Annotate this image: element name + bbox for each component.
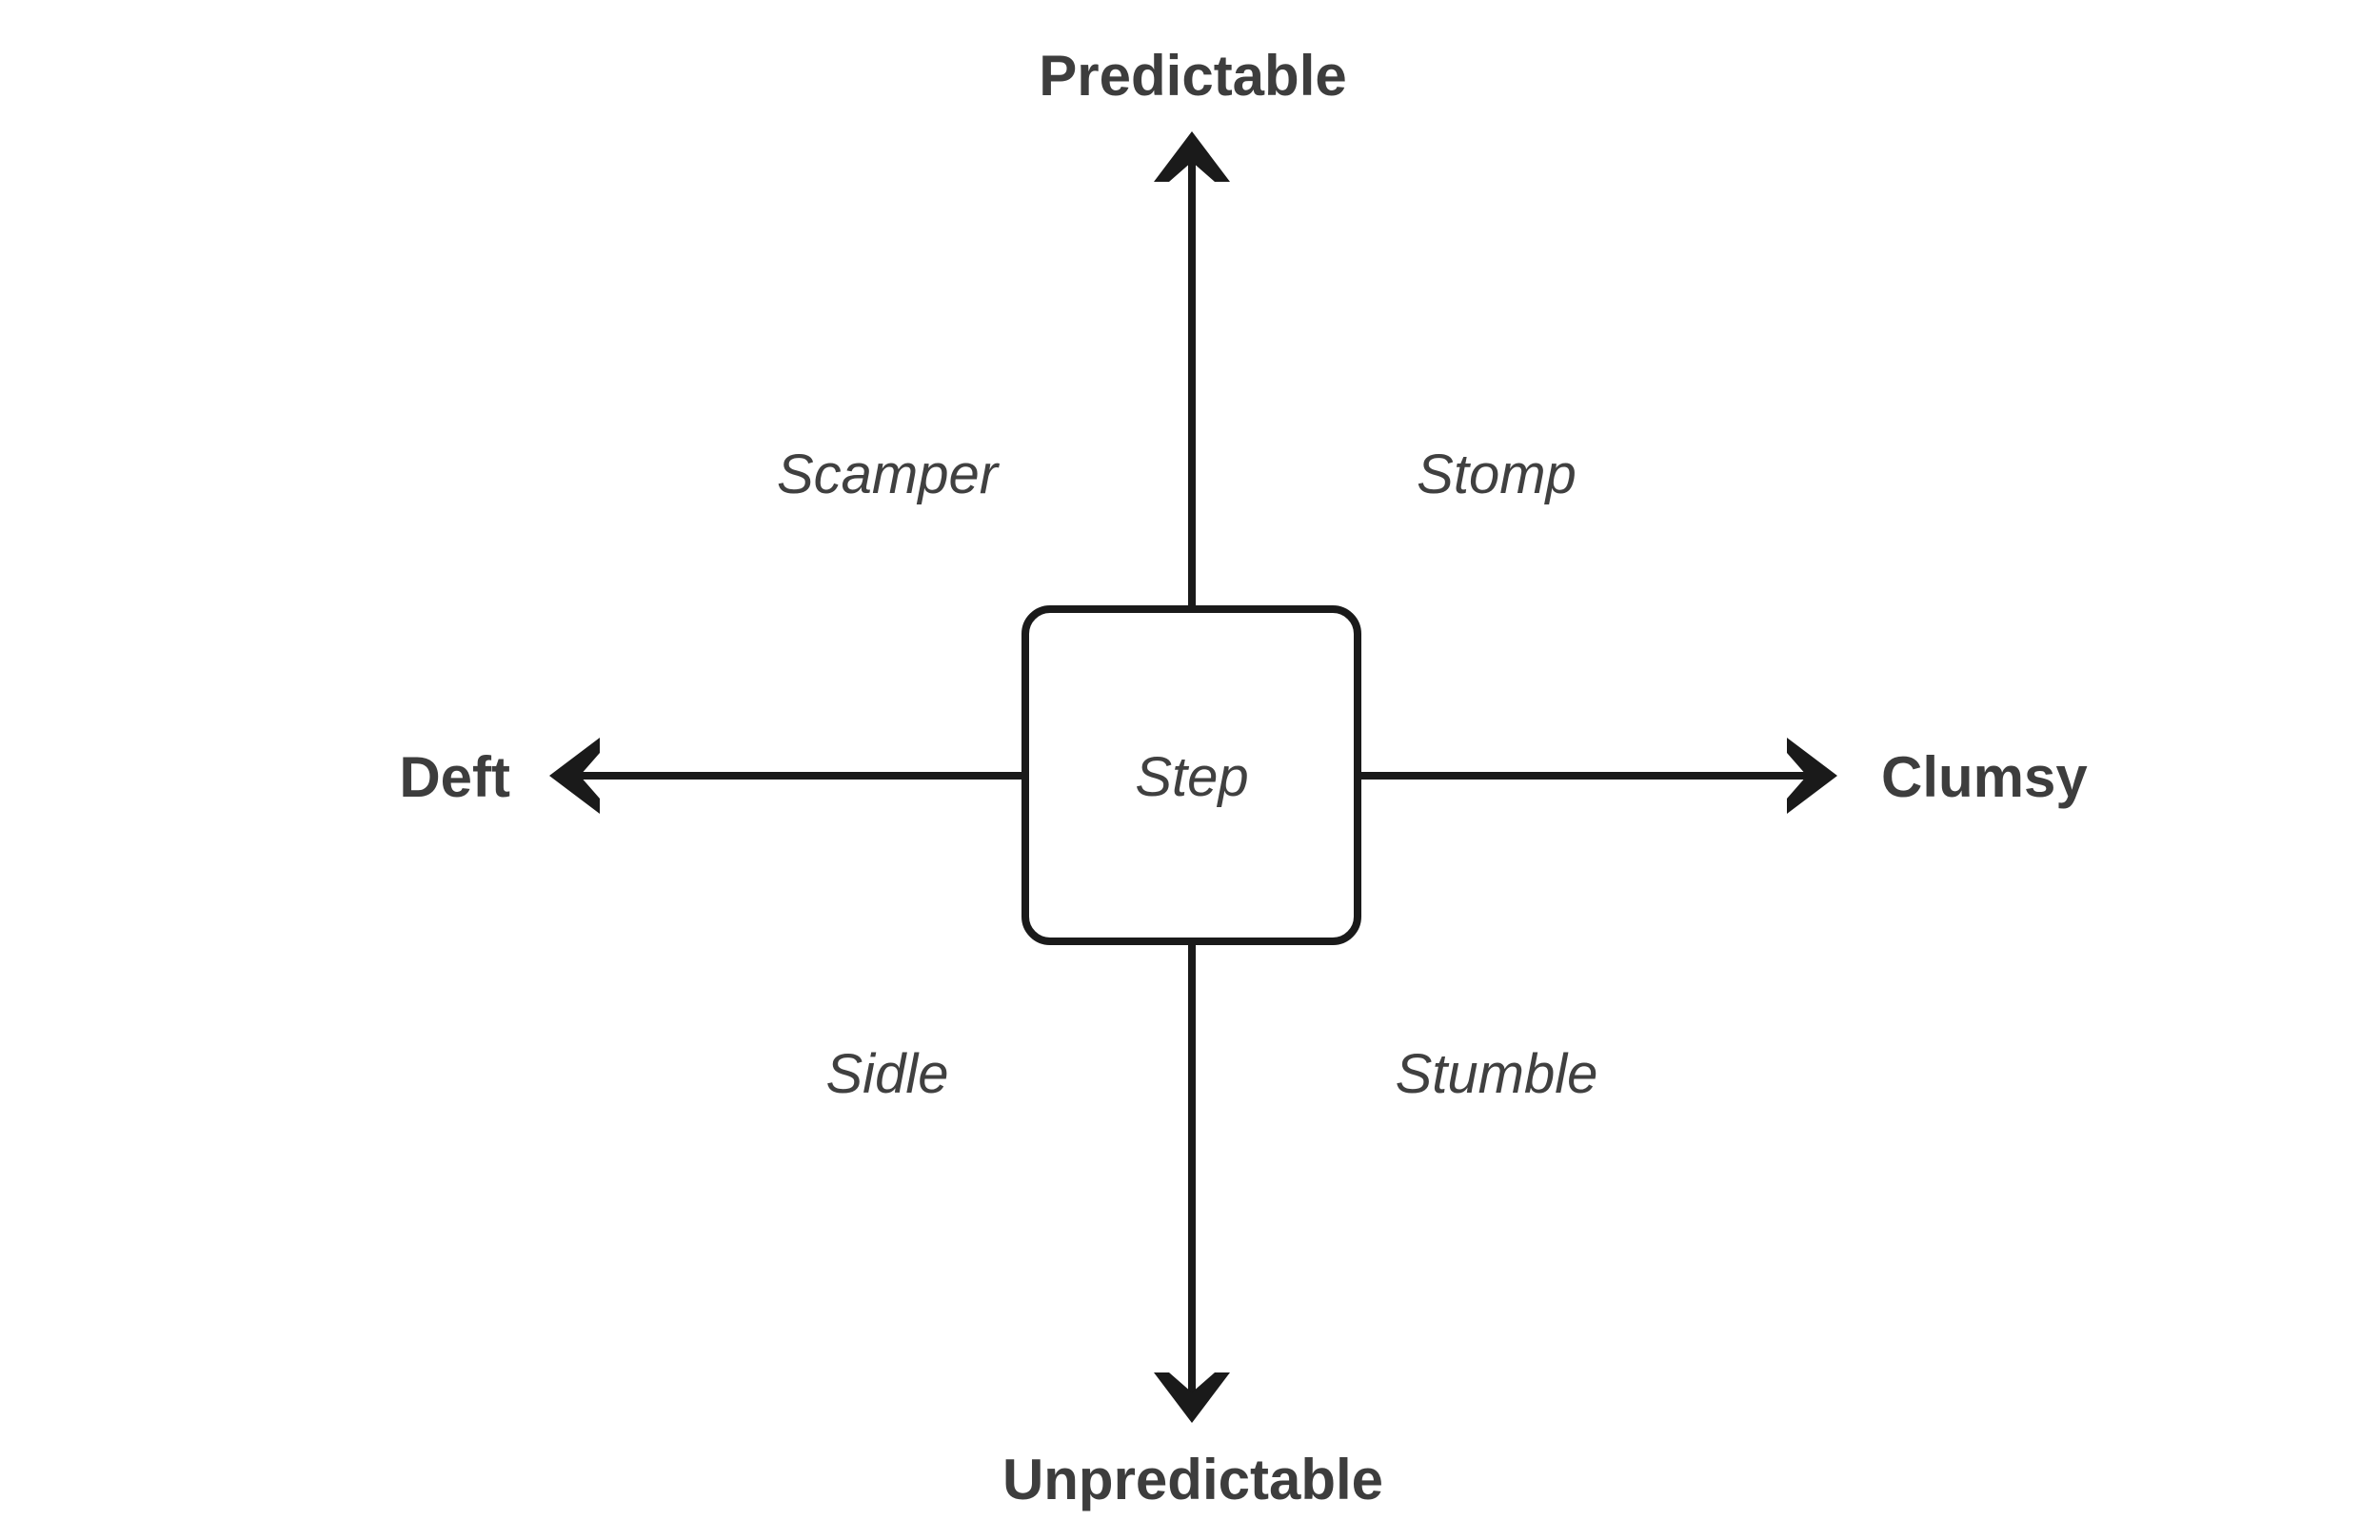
- center-node-box[interactable]: [1021, 605, 1361, 945]
- arrow-up-icon: [1154, 131, 1230, 182]
- quadrant-label-bottom-left: Sidle: [826, 1043, 949, 1105]
- quadrant-label-top-right: Stomp: [1417, 444, 1577, 505]
- axis-label-bottom: Unpredictable: [1002, 1448, 1383, 1511]
- axis-label-right: Clumsy: [1881, 745, 2088, 809]
- arrow-right-icon: [1787, 738, 1837, 814]
- arrow-left-icon: [549, 738, 600, 814]
- axis-label-top: Predictable: [1039, 44, 1346, 108]
- quadrant-label-bottom-right: Stumble: [1396, 1043, 1598, 1105]
- arrow-down-icon: [1154, 1372, 1230, 1423]
- center-node-label: Step: [1135, 746, 1248, 808]
- vertical-axis: [1154, 131, 1230, 1423]
- quadrant-label-top-left: Scamper: [777, 444, 1001, 505]
- horizontal-axis: [549, 738, 1837, 814]
- axis-label-left: Deft: [399, 745, 510, 809]
